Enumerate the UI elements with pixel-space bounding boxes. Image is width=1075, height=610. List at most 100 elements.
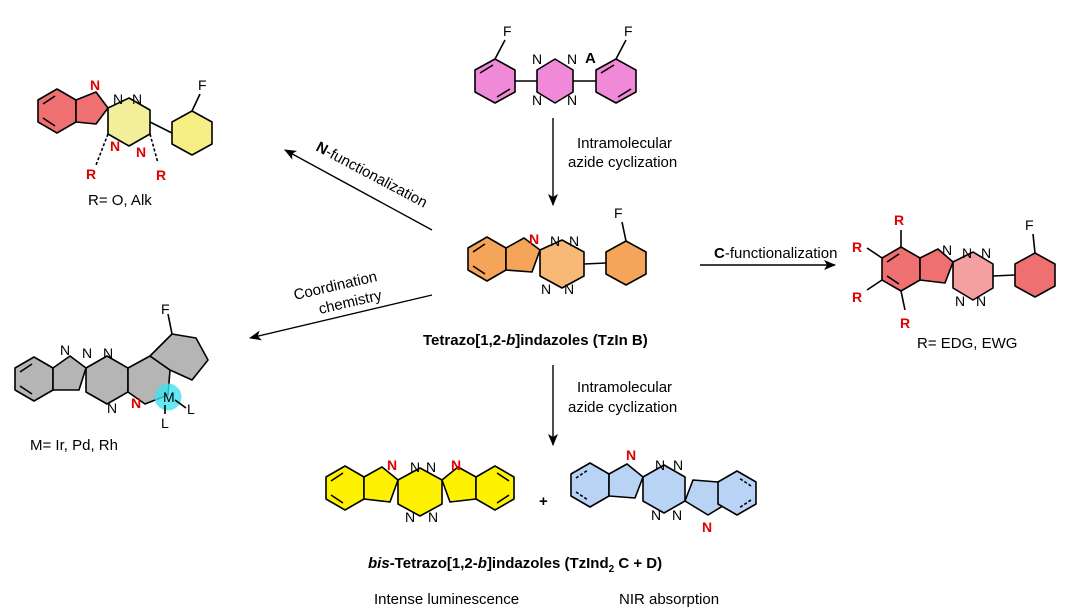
nitrogen-atom: N bbox=[532, 92, 542, 108]
nitrogen-atom: N bbox=[405, 509, 415, 525]
tetrazine-ring bbox=[539, 239, 585, 289]
pyrazole-ring bbox=[919, 248, 954, 284]
ligand: L bbox=[161, 415, 169, 431]
nitrogen-atom: N bbox=[136, 144, 146, 160]
nitrogen-atom: N bbox=[981, 245, 991, 261]
r-substituent: R bbox=[852, 289, 862, 305]
nitrogen-atom: N bbox=[672, 507, 682, 523]
nitrogen-atom: N bbox=[655, 457, 665, 473]
property-d-label: NIR absorption bbox=[619, 591, 719, 608]
r-substituent: R bbox=[852, 239, 862, 255]
tetrazine-ring bbox=[85, 355, 129, 405]
aryl-ring-right bbox=[595, 58, 637, 104]
nitrogen-atom: N bbox=[428, 509, 438, 525]
compound-c: N N N N N N bbox=[325, 457, 515, 525]
nitrogen-atom: N bbox=[387, 457, 397, 473]
fluorine-atom: F bbox=[198, 77, 207, 93]
pyrazole-ring-left bbox=[608, 463, 644, 499]
nitrogen-atom: N bbox=[113, 91, 123, 107]
compound-a-label: A bbox=[585, 50, 596, 67]
nitrogen-atom: N bbox=[541, 281, 551, 297]
nitrogen-atom: N bbox=[529, 231, 539, 247]
r-substituent: R bbox=[894, 212, 904, 228]
n-product-caption: R= O, Alk bbox=[88, 192, 152, 209]
compound-n-functionalized: N N N N N F R R R= O, Alk bbox=[37, 77, 213, 209]
nitrogen-atom: N bbox=[567, 51, 577, 67]
nitrogen-atom: N bbox=[673, 457, 683, 473]
compound-c-functionalized: R R R R N N N N N F R= EDG, EWG bbox=[852, 212, 1056, 352]
fluoroaryl-ring bbox=[171, 110, 213, 156]
nitrogen-atom: N bbox=[132, 91, 142, 107]
nitrogen-atom: N bbox=[569, 233, 579, 249]
nitrogen-atom: N bbox=[651, 507, 661, 523]
nitrogen-atom: N bbox=[107, 400, 117, 416]
arrow-cyclization-bottom: Intramolecular azide cyclization bbox=[548, 365, 677, 446]
compound-d: N N N N N N bbox=[570, 447, 757, 535]
metal-atom: M bbox=[163, 389, 175, 405]
compound-tzin-b: N N N N N F Tetrazo[1,2-b]indazoles (TzI… bbox=[423, 205, 648, 349]
benzo-ring bbox=[14, 356, 54, 402]
pyrazole-ring bbox=[52, 355, 87, 391]
c-product-caption: R= EDG, EWG bbox=[917, 335, 1017, 352]
nitrogen-atom: N bbox=[626, 447, 636, 463]
compound-a: F F N N N N A bbox=[474, 23, 637, 108]
nitrogen-atom: N bbox=[702, 519, 712, 535]
metal-center-highlight bbox=[154, 383, 182, 411]
arrow-coordination: Coordination chemistry bbox=[249, 268, 433, 341]
fluorine-atom: F bbox=[624, 23, 633, 39]
nitrogen-atom: N bbox=[110, 138, 120, 154]
benzo-ring bbox=[467, 236, 507, 282]
benzo-ring-left bbox=[570, 462, 610, 508]
nitrogen-atom: N bbox=[550, 233, 560, 249]
benzo-ring-left bbox=[325, 465, 365, 511]
arrow-n-functionalization: N-functionalization bbox=[284, 139, 433, 231]
nitrogen-atom: N bbox=[976, 293, 986, 309]
pyrazole-ring-left bbox=[363, 466, 399, 503]
nitrogen-atom: N bbox=[962, 245, 972, 261]
nitrogen-atom: N bbox=[131, 395, 141, 411]
tetrazine-ring bbox=[952, 251, 994, 301]
pyrazole-ring bbox=[75, 91, 109, 125]
property-c-label: Intense luminescence bbox=[374, 591, 519, 608]
ligand: L bbox=[187, 401, 195, 417]
arrow-label-line2: azide cyclization bbox=[568, 399, 677, 416]
nitrogen-atom: N bbox=[564, 281, 574, 297]
arrow-cyclization-top: Intramolecular azide cyclization bbox=[548, 118, 677, 206]
arrow-label-line1: Intramolecular bbox=[577, 135, 672, 152]
c-d-caption: bis-Tetrazo[1,2-b]indazoles (TzInd2 C + … bbox=[368, 555, 662, 575]
plus-sign: + bbox=[539, 493, 548, 510]
compound-metal-complex: N N N N N F M L L M= Ir, Pd, Rh bbox=[14, 301, 209, 454]
benzo-ring bbox=[37, 88, 77, 134]
pyrazole-ring bbox=[505, 237, 541, 273]
r-substituent: R bbox=[900, 315, 910, 331]
complex-caption: M= Ir, Pd, Rh bbox=[30, 437, 118, 454]
nitrogen-atom: N bbox=[103, 345, 113, 361]
nitrogen-atom: N bbox=[567, 92, 577, 108]
nitrogen-atom: N bbox=[532, 51, 542, 67]
nitrogen-atom: N bbox=[410, 459, 420, 475]
fluorine-atom: F bbox=[614, 205, 623, 221]
fluorine-atom: F bbox=[1025, 217, 1034, 233]
arrow-label-line2: azide cyclization bbox=[568, 154, 677, 171]
tetrazine-ring bbox=[397, 467, 443, 517]
r-substituent: R bbox=[86, 166, 96, 182]
nitrogen-atom: N bbox=[942, 242, 952, 258]
arrow-label-line1: Intramolecular bbox=[577, 379, 672, 396]
tetrazine-ring bbox=[536, 58, 574, 104]
fluorine-atom: F bbox=[161, 301, 170, 317]
nitrogen-atom: N bbox=[955, 293, 965, 309]
benzo-ring-right bbox=[717, 470, 757, 516]
fluorine-atom: F bbox=[503, 23, 512, 39]
fluoroaryl-ring bbox=[1014, 252, 1056, 298]
nitrogen-atom: N bbox=[451, 457, 461, 473]
nitrogen-atom: N bbox=[60, 342, 70, 358]
benzo-ring bbox=[881, 246, 921, 292]
arrow-c-functionalization: C-functionalization bbox=[700, 245, 837, 270]
r-substituent: R bbox=[156, 167, 166, 183]
nitrogen-atom: N bbox=[90, 77, 100, 93]
tzin-b-caption: Tetrazo[1,2-b]indazoles (TzIn B) bbox=[423, 332, 648, 349]
nitrogen-atom: N bbox=[426, 459, 436, 475]
c-func-label: C-functionalization bbox=[714, 245, 837, 262]
fluoroaryl-ring bbox=[605, 240, 647, 286]
